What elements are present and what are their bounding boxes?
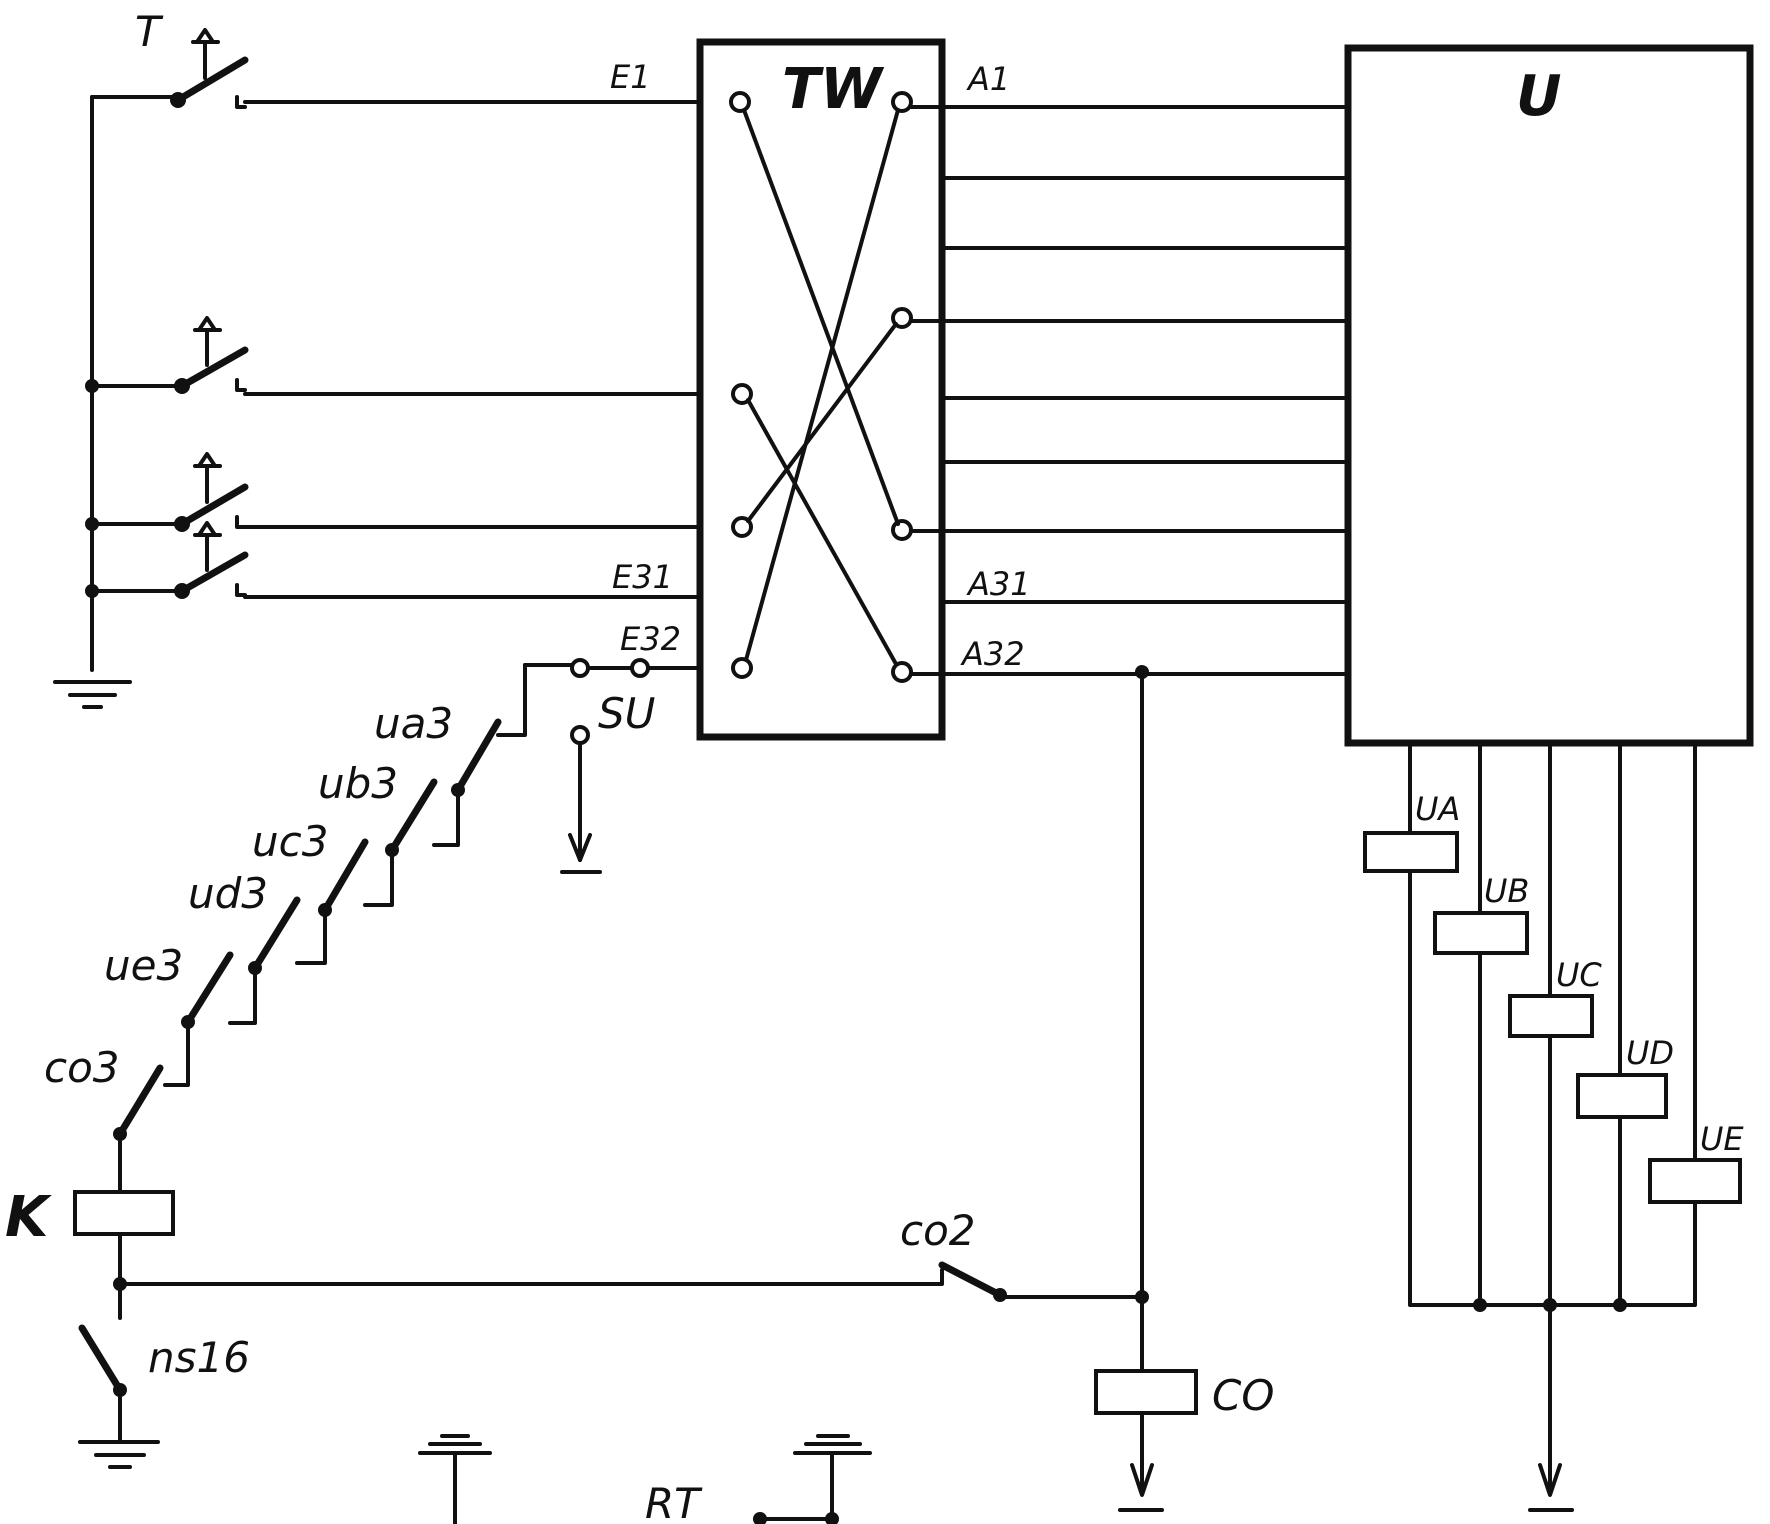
- su-terminal: [560, 658, 650, 874]
- label-relay-ua: UA: [1415, 790, 1460, 828]
- push-button-key-2: [85, 316, 249, 394]
- relay-k-circuit: [73, 1190, 1144, 1469]
- label-rt: RT: [645, 1479, 703, 1524]
- ground-symbol-left: [53, 680, 132, 709]
- label-ua3: ua3: [374, 699, 453, 748]
- push-button-key-4: [85, 521, 249, 599]
- label-uc3: uc3: [252, 817, 328, 866]
- label-ue3: ue3: [104, 941, 183, 990]
- push-button-key-3: [85, 452, 249, 532]
- label-push-button: T: [135, 7, 164, 56]
- label-switching-block: TW: [782, 57, 885, 122]
- label-relay-uc: UC: [1556, 956, 1602, 994]
- label-ns16: ns16: [148, 1333, 250, 1382]
- relay-ue-coil: [1648, 1158, 1742, 1204]
- label-ub3: ub3: [318, 759, 398, 808]
- label-e1: E1: [610, 58, 651, 96]
- push-button-keys: [53, 28, 249, 709]
- output-lines: [909, 105, 1347, 676]
- relay-co-coil: [1094, 1369, 1198, 1415]
- label-relay-ud: UD: [1626, 1034, 1674, 1072]
- relay-ud-coil: [1576, 1073, 1668, 1119]
- unit-u: [1344, 44, 1754, 747]
- relay-ua-coil: [1363, 831, 1459, 873]
- label-a32: A32: [960, 635, 1025, 673]
- label-e31: E31: [612, 558, 673, 596]
- label-a31: A31: [966, 565, 1031, 603]
- relay-uc-coil: [1508, 994, 1594, 1038]
- label-co2: co2: [900, 1206, 976, 1255]
- label-relay-k: K: [5, 1185, 52, 1250]
- label-ud3: ud3: [188, 869, 268, 918]
- co-branch: [1094, 665, 1198, 1512]
- push-button-key-1: [170, 28, 249, 109]
- label-relay-co: CO: [1212, 1371, 1274, 1420]
- contact-chain: [113, 663, 527, 1194]
- label-a1: A1: [966, 60, 1010, 98]
- rt-contact: [418, 1434, 872, 1524]
- label-relay-ue: UE: [1700, 1120, 1744, 1158]
- switching-block-tw: [696, 38, 946, 741]
- label-su: SU: [598, 689, 655, 738]
- relay-chain-u: [1363, 741, 1742, 1512]
- label-e32: E32: [620, 620, 681, 658]
- label-co3: co3: [44, 1043, 120, 1092]
- label-relay-ub: UB: [1484, 872, 1529, 910]
- relay-k-coil: [73, 1190, 175, 1236]
- label-unit: U: [1516, 64, 1561, 129]
- relay-ub-coil: [1433, 911, 1529, 955]
